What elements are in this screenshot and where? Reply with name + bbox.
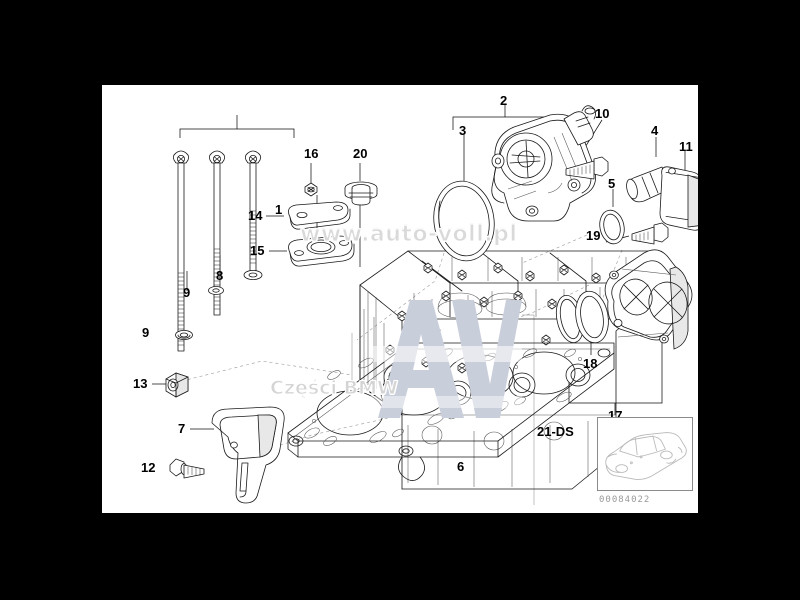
part-sealing-plug-20 [344,181,378,206]
callout-bracket-17 [568,335,663,415]
callout-label-2: 2 [500,93,508,108]
callout-label-18: 18 [583,356,598,371]
assembly-path-13 [181,360,353,382]
callout-label-3: 3 [459,123,467,138]
callout-label-4: 4 [651,123,659,138]
part-o-ring-pair-18 [555,290,609,344]
diagram-number: 00084022 [599,495,651,505]
part-hex-nut-16 [304,182,318,197]
part-cylinder-head-gasket-6 [287,342,615,481]
part-hex-flange-bolt-12 [169,458,205,479]
part-washer-9b [175,330,193,340]
callout-label-7: 7 [178,421,186,436]
section-code: 21-DS [537,424,574,439]
diagram-canvas: .s { fill:none; stroke:#1a1a1a; stroke-w… [102,85,698,513]
callout-label-15: 15 [250,243,265,258]
part-hex-bolt-10 [565,156,609,180]
callout-label-5: 5 [608,176,616,191]
part-screw-plug-13 [165,372,189,398]
part-vacuum-pump-2 [491,105,597,222]
callout-label-9a: 9 [183,285,191,300]
part-vacuum-pump-housing-17 [604,249,693,350]
callout-label-20: 20 [353,146,368,161]
part-support-bracket-7 [211,406,285,504]
part-cylinder-head-bolt-1 [172,150,190,352]
part-hex-bolt-19 [631,222,669,245]
callout-label-10: 10 [595,106,610,121]
vehicle-thumbnail [597,417,693,491]
part-washer-9a [208,286,224,295]
callout-label-13: 13 [133,376,148,391]
callout-bracket-1 [179,115,295,138]
callout-label-1: 1 [275,202,283,217]
callout-label-9b: 9 [142,325,150,340]
callout-label-8: 8 [216,268,224,283]
part-pump-gasket-ring-3 [433,180,495,262]
part-gasket-15 [288,235,355,267]
callout-label-11: 11 [679,139,693,154]
part-cover-plate-14 [288,201,351,230]
part-washer-8 [243,270,263,280]
callout-label-6: 6 [457,459,465,474]
part-seal-ring-5 [599,209,625,245]
callout-label-14: 14 [248,208,263,223]
callout-label-16: 16 [304,146,319,161]
car-silhouette-icon [605,432,687,480]
part-mounting-bracket-4 [626,166,698,231]
callout-label-19: 19 [586,228,601,243]
callout-label-12: 12 [141,460,156,475]
